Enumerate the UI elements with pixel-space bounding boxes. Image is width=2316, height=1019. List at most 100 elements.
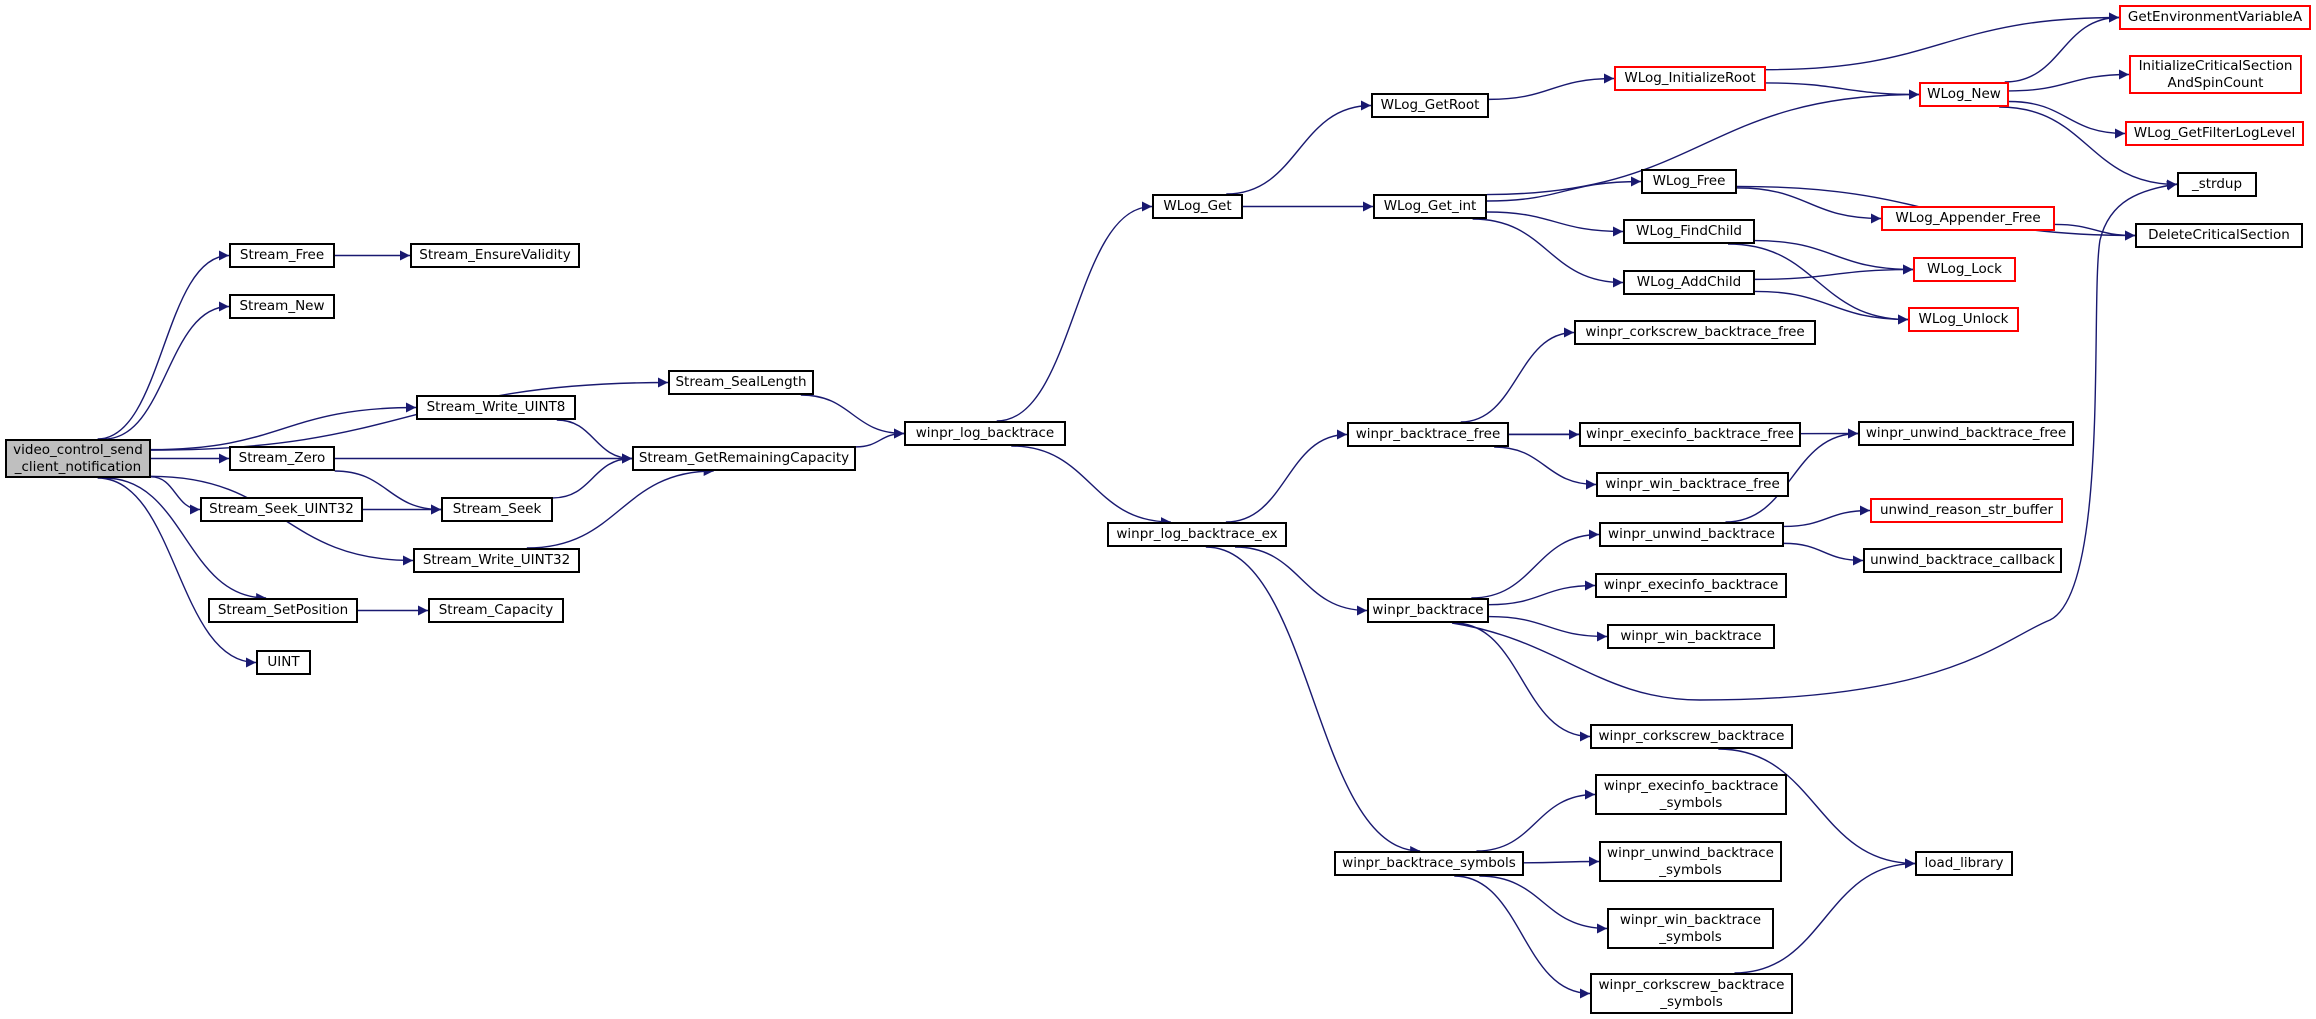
edge-root-to-sfree xyxy=(97,250,230,440)
node-sfree[interactable]: Stream_Free xyxy=(229,243,335,268)
node-wwinbt[interactable]: winpr_win_backtrace xyxy=(1607,624,1775,649)
node-wlogget[interactable]: WLog_Get xyxy=(1152,194,1243,219)
node-scap[interactable]: Stream_Capacity xyxy=(428,598,564,623)
node-swu8[interactable]: Stream_Write_UINT8 xyxy=(416,395,576,420)
node-strdup[interactable]: _strdup xyxy=(2177,172,2257,197)
edge-wlbex-to-wbt xyxy=(1234,546,1368,616)
edge-wunwbt-to-unwreason xyxy=(1783,505,1871,528)
node-unwcb[interactable]: unwind_backtrace_callback xyxy=(1863,548,2062,573)
node-ssetpos[interactable]: Stream_SetPosition xyxy=(208,598,358,623)
edge-root-to-sseeku32 xyxy=(150,476,201,515)
node-wcsbtsym[interactable]: winpr_corkscrew_backtrace _symbols xyxy=(1590,973,1793,1014)
node-wlogfree[interactable]: WLog_Free xyxy=(1641,169,1737,194)
node-wlogappfree[interactable]: WLog_Appender_Free xyxy=(1881,206,2055,231)
edge-wloggetint-to-wlognew xyxy=(1486,89,1920,196)
edge-root-to-snew xyxy=(104,301,230,440)
edge-root-to-ssetpos xyxy=(104,477,267,603)
node-wloggetint[interactable]: WLog_Get_int xyxy=(1373,194,1487,219)
edge-swu32-to-sgrc xyxy=(526,466,714,549)
edge-wunwbt-to-unwcb xyxy=(1783,542,1864,566)
node-wlogunlock[interactable]: WLog_Unlock xyxy=(1908,307,2019,332)
edge-sseal-to-wlb xyxy=(800,394,905,439)
node-wexbtfree[interactable]: winpr_execinfo_backtrace_free xyxy=(1579,422,1801,447)
edge-wbtsym-to-wwinbtsym xyxy=(1479,875,1608,934)
edge-wlogadd-to-wloglock xyxy=(1754,264,1914,281)
node-sensure[interactable]: Stream_EnsureValidity xyxy=(410,243,580,268)
edge-sseek-to-sgrc xyxy=(552,453,633,499)
node-wcsbtfree[interactable]: winpr_corkscrew_backtrace_free xyxy=(1574,320,1816,345)
node-getenv[interactable]: GetEnvironmentVariableA xyxy=(2119,5,2311,30)
node-wlbex[interactable]: winpr_log_backtrace_ex xyxy=(1107,522,1287,547)
node-loadlib[interactable]: load_library xyxy=(1915,851,2013,876)
edge-wlognew-to-initcs xyxy=(2008,69,2130,92)
node-wbtfree[interactable]: winpr_backtrace_free xyxy=(1347,422,1509,447)
edge-wlogfind-to-wlogunlock xyxy=(1727,243,1909,325)
node-delcs[interactable]: DeleteCriticalSection xyxy=(2135,223,2303,248)
edge-wcsbt-to-loadlib xyxy=(1718,748,1916,869)
node-swu32[interactable]: Stream_Write_UINT32 xyxy=(413,548,580,573)
edge-wlogget-to-wloggetroot xyxy=(1226,100,1372,195)
edge-wbtfree-to-wwinbtfree xyxy=(1494,446,1597,490)
edge-wlogfree-to-wlogappfree xyxy=(1736,187,1882,224)
node-wlb[interactable]: winpr_log_backtrace xyxy=(904,421,1066,446)
node-sseal[interactable]: Stream_SealLength xyxy=(668,370,814,395)
node-root[interactable]: video_control_send _client_notification xyxy=(5,439,151,478)
edge-wlb-to-wlogget xyxy=(996,201,1153,422)
edge-wbtfree-to-wcsbtfree xyxy=(1460,327,1575,423)
edge-wloginitroot-to-getenv xyxy=(1765,12,2120,71)
edge-wloginitroot-to-wlognew xyxy=(1765,82,1920,100)
node-sgrc[interactable]: Stream_GetRemainingCapacity xyxy=(632,446,856,471)
node-initcs[interactable]: InitializeCriticalSection AndSpinCount xyxy=(2129,55,2302,94)
edge-wunwbt-to-wunwbtfree xyxy=(1725,428,1859,523)
node-wloggetroot[interactable]: WLog_GetRoot xyxy=(1371,93,1489,118)
node-sseek[interactable]: Stream_Seek xyxy=(441,497,553,522)
node-wcsbt[interactable]: winpr_corkscrew_backtrace xyxy=(1590,724,1793,749)
edge-wloggetroot-to-wloginitroot xyxy=(1488,73,1615,101)
node-wlogadd[interactable]: WLog_AddChild xyxy=(1623,270,1755,295)
edge-wbt-to-wunwbt xyxy=(1471,529,1600,599)
edge-root-to-uint xyxy=(97,477,257,668)
edge-wbtsym-to-wunwbtsym xyxy=(1523,856,1600,867)
node-wunwbtfree[interactable]: winpr_unwind_backtrace_free xyxy=(1858,421,2074,446)
node-wlognew[interactable]: WLog_New xyxy=(1919,82,2009,107)
edge-wbt-to-strdup xyxy=(1451,180,2178,701)
node-snew[interactable]: Stream_New xyxy=(229,294,335,319)
node-wloginitroot[interactable]: WLog_InitializeRoot xyxy=(1614,66,1766,91)
edge-wbt-to-wwinbt xyxy=(1488,615,1608,642)
node-wwinbtsym[interactable]: winpr_win_backtrace _symbols xyxy=(1607,908,1774,949)
node-wlogfind[interactable]: WLog_FindChild xyxy=(1623,219,1755,244)
edge-wbtsym-to-wcsbtsym xyxy=(1454,875,1591,999)
node-wloglock[interactable]: WLog_Lock xyxy=(1913,257,2016,282)
node-wbt[interactable]: winpr_backtrace xyxy=(1367,598,1489,623)
edge-swu8-to-sgrc xyxy=(556,419,633,464)
edge-wloggetint-to-wlogfind xyxy=(1486,211,1624,237)
edge-wlogadd-to-wlogunlock xyxy=(1754,290,1909,325)
edge-wlogappfree-to-delcs xyxy=(2054,223,2136,241)
node-wunwbt[interactable]: winpr_unwind_backtrace xyxy=(1599,522,1784,547)
node-wloggfl[interactable]: WLog_GetFilterLogLevel xyxy=(2125,121,2304,146)
node-szero[interactable]: Stream_Zero xyxy=(229,446,335,471)
edge-wlogfind-to-wloglock xyxy=(1754,239,1914,275)
node-uint[interactable]: UINT xyxy=(256,650,311,675)
node-wexbtsym[interactable]: winpr_execinfo_backtrace _symbols xyxy=(1595,774,1787,815)
node-wwinbtfree[interactable]: winpr_win_backtrace_free xyxy=(1596,472,1789,497)
edge-sgrc-to-wlb xyxy=(855,428,905,448)
edge-wlbex-to-wbtfree xyxy=(1225,429,1348,523)
node-wbtsym[interactable]: winpr_backtrace_symbols xyxy=(1334,851,1524,876)
edge-wlognew-to-getenv xyxy=(2004,12,2120,83)
node-sseeku32[interactable]: Stream_Seek_UINT32 xyxy=(200,497,363,522)
node-wunwbtsym[interactable]: winpr_unwind_backtrace _symbols xyxy=(1599,841,1782,882)
edge-wlognew-to-strdup xyxy=(1999,106,2178,190)
edge-wcsbtsym-to-loadlib xyxy=(1734,858,1916,974)
edge-wloggetint-to-wlogadd xyxy=(1472,218,1624,288)
node-unwreason[interactable]: unwind_reason_str_buffer xyxy=(1870,498,2063,523)
edge-wlbex-to-wbtsym xyxy=(1205,546,1421,856)
edge-wbtsym-to-wexbtsym xyxy=(1476,789,1596,852)
node-wexbt[interactable]: winpr_execinfo_backtrace xyxy=(1595,573,1787,598)
edge-szero-to-sseek xyxy=(334,470,442,515)
edge-wbt-to-wexbt xyxy=(1488,580,1596,606)
edge-root-to-swu8 xyxy=(150,402,417,451)
edge-wloggetint-to-wlogfree xyxy=(1486,176,1642,202)
